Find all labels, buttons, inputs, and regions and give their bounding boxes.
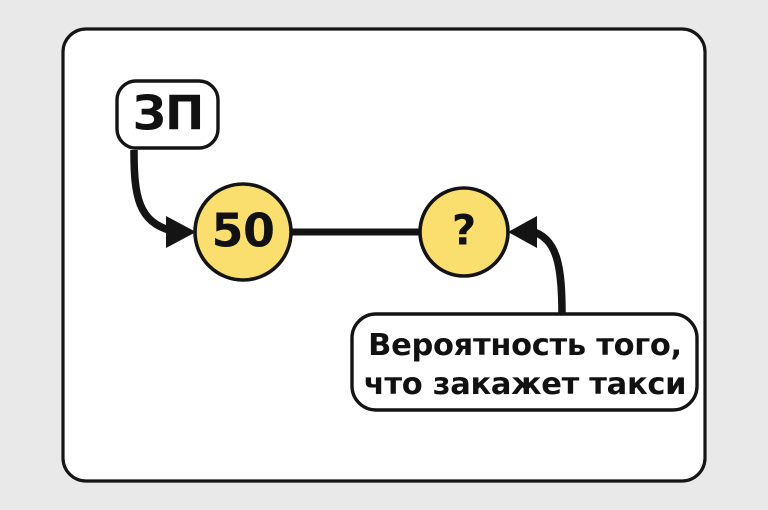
node-question-label: ? — [452, 206, 476, 255]
caption-box-rect — [350, 312, 699, 412]
caption-box[interactable]: Вероятность того, что закажет такси — [350, 312, 699, 412]
node-fifty[interactable]: 50 — [193, 182, 293, 282]
node-question[interactable]: ? — [418, 186, 510, 278]
arrow-caption-to-question — [508, 216, 566, 316]
node-salary-label: ЗП — [133, 87, 204, 142]
node-salary-box — [115, 79, 220, 150]
caption-line-1: Вероятность того, — [368, 328, 682, 363]
node-salary[interactable]: ЗП — [115, 79, 220, 150]
arrow-salary-to-fifty — [130, 149, 196, 248]
node-fifty-label: 50 — [211, 204, 274, 258]
arrowhead-to-fifty — [166, 216, 196, 248]
arrowhead-to-question — [508, 216, 537, 248]
node-question-circle — [418, 186, 510, 278]
node-fifty-circle — [193, 182, 293, 282]
caption-line-2: что закажет такси — [364, 367, 686, 402]
